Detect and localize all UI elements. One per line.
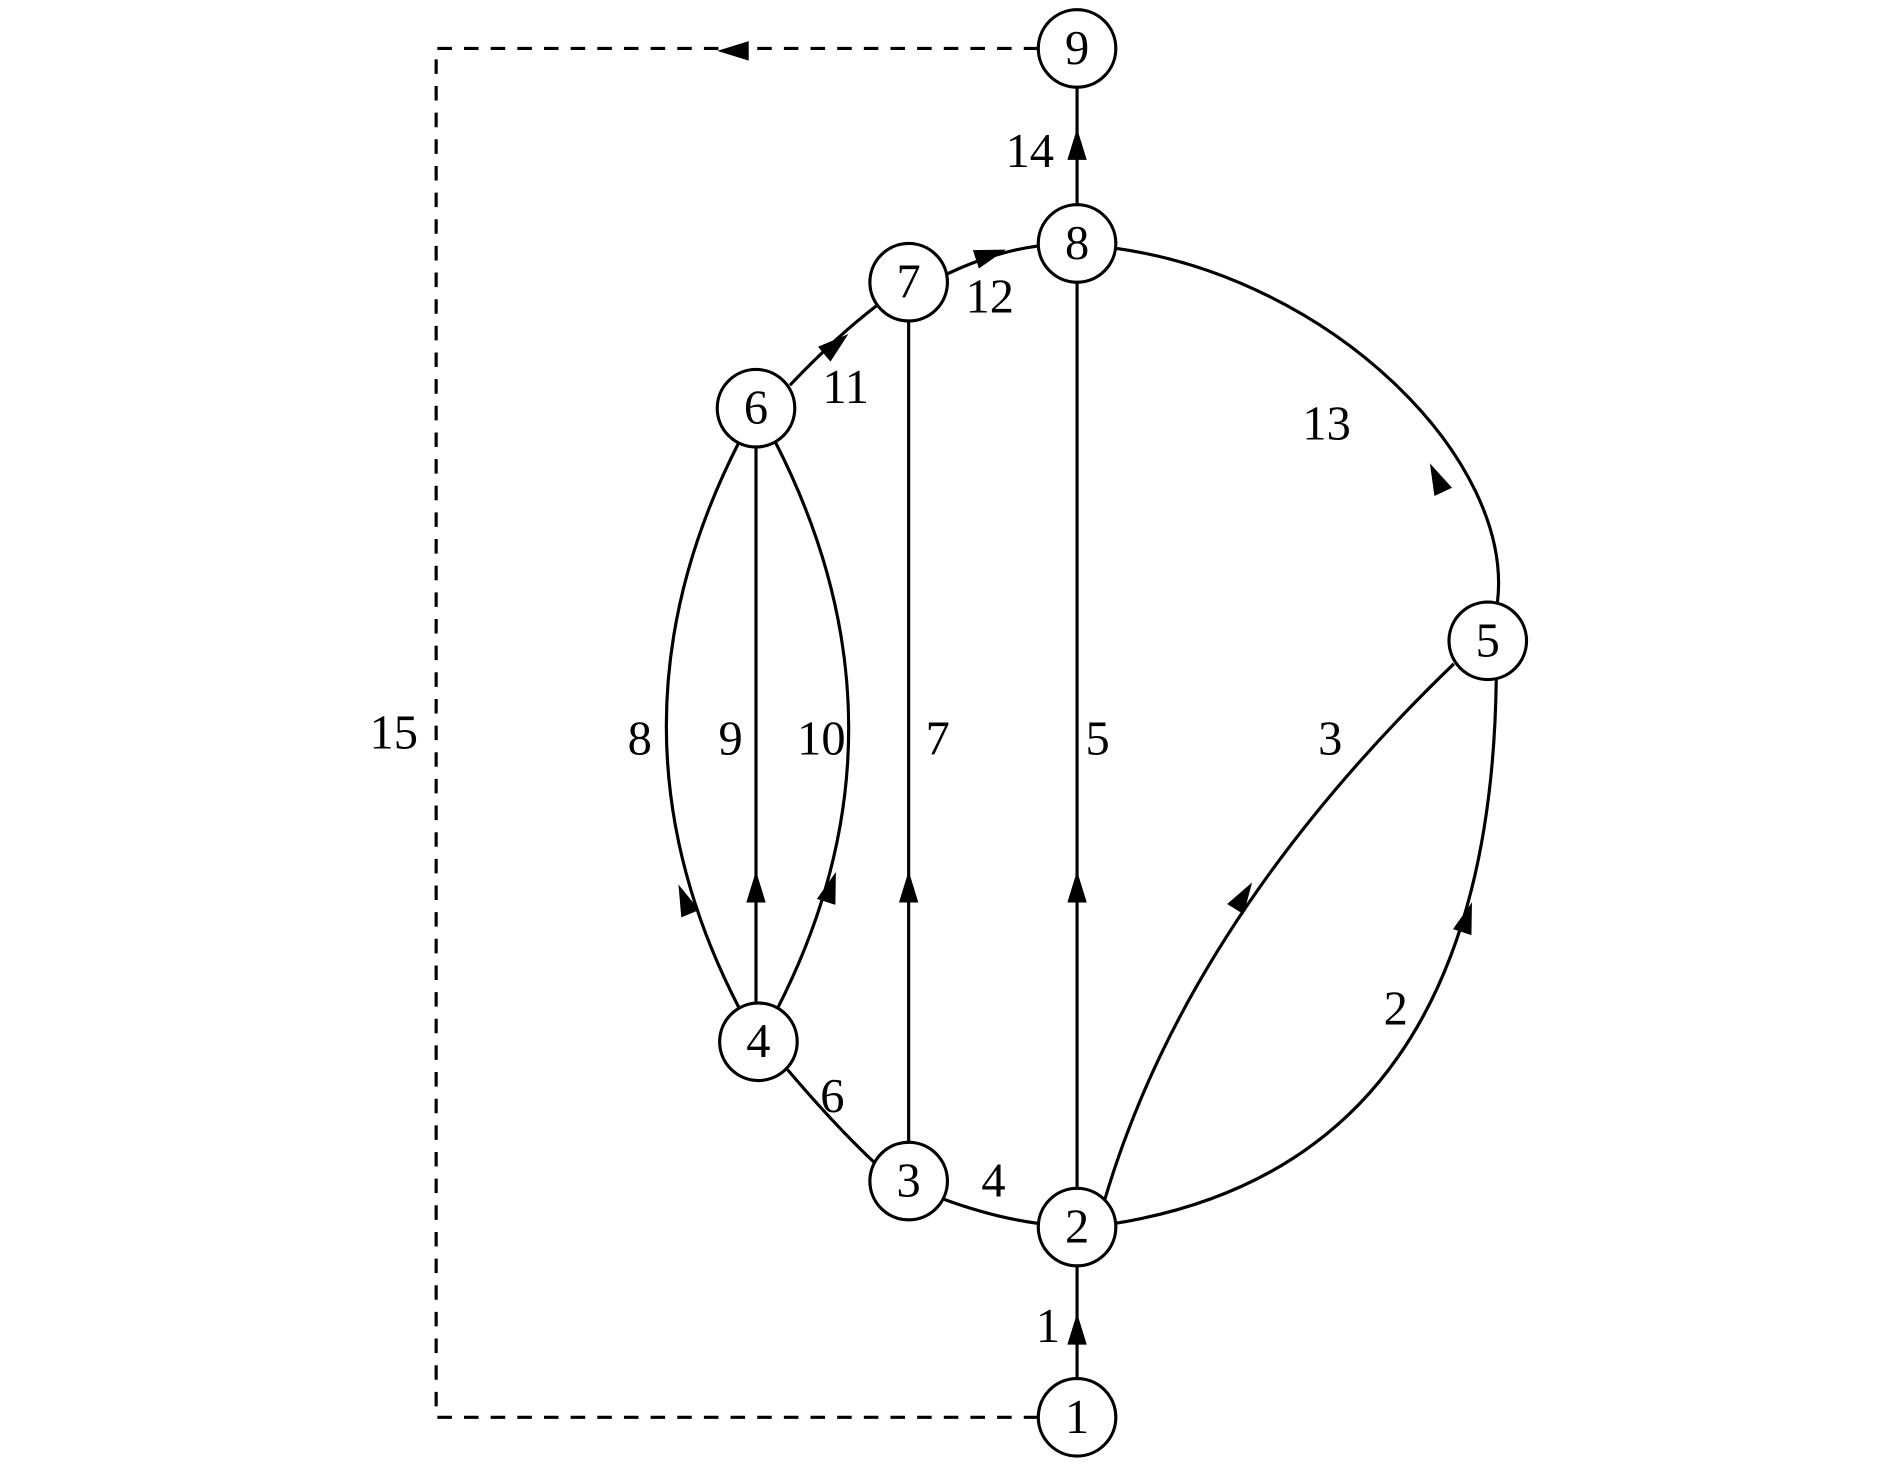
svg-text:1: 1 — [1065, 1391, 1089, 1444]
svg-text:3: 3 — [897, 1155, 921, 1208]
edge-label-11: 11 — [822, 361, 869, 414]
arrow-edge-12 — [972, 249, 1006, 269]
arrow-edge-15 — [717, 41, 749, 61]
arrow-edge-8 — [678, 884, 700, 918]
edge-2 — [1114, 679, 1498, 1226]
arrow-edge-10 — [816, 871, 836, 905]
arrow-edge-2 — [1452, 902, 1472, 936]
edge-label-12: 12 — [966, 270, 1014, 323]
edge-4 — [943, 1197, 1039, 1226]
edge-13 — [1115, 246, 1501, 603]
edge-label-13: 13 — [1302, 397, 1350, 450]
node-7: 7 — [868, 241, 949, 323]
node-6: 6 — [715, 367, 797, 449]
svg-text:2: 2 — [1065, 1201, 1089, 1254]
edge-label-7: 7 — [926, 712, 950, 765]
arrowheads — [678, 41, 1472, 1345]
edge-label-5: 5 — [1086, 712, 1110, 765]
edge-label-3: 3 — [1318, 712, 1342, 765]
edge-label-4: 4 — [981, 1155, 1005, 1208]
node-1: 1 — [1036, 1376, 1118, 1458]
edge-label-2: 2 — [1384, 983, 1408, 1036]
edge-label-1: 1 — [1036, 1300, 1060, 1353]
edge-label-15: 15 — [370, 706, 418, 759]
edge-label-6: 6 — [820, 1070, 844, 1123]
svg-text:5: 5 — [1476, 614, 1500, 667]
node-5: 5 — [1447, 600, 1529, 682]
svg-text:4: 4 — [746, 1015, 770, 1068]
edge-8 — [664, 441, 741, 1009]
node-4: 4 — [718, 1001, 799, 1083]
edge-label-8: 8 — [628, 712, 652, 765]
edge-10 — [773, 441, 851, 1009]
edge-label-14: 14 — [1006, 125, 1054, 178]
node-3: 3 — [868, 1140, 949, 1222]
svg-text:6: 6 — [744, 382, 768, 435]
edge-3 — [1103, 662, 1455, 1200]
edge-6 — [786, 1068, 876, 1165]
arrow-edge-7 — [898, 870, 919, 903]
arrow-edge-11 — [818, 333, 849, 362]
edge-label-9: 9 — [718, 712, 742, 765]
arrow-edge-13 — [1429, 463, 1453, 496]
arrow-edge-14 — [1067, 128, 1087, 160]
arrow-edge-1 — [1067, 1313, 1087, 1345]
svg-text:9: 9 — [1065, 22, 1089, 75]
node-9: 9 — [1036, 8, 1118, 89]
svg-text:7: 7 — [897, 256, 921, 309]
node-2: 2 — [1036, 1186, 1118, 1268]
node-8: 8 — [1036, 203, 1118, 284]
arrow-edge-3 — [1227, 882, 1253, 915]
svg-text:8: 8 — [1065, 217, 1089, 270]
arrow-edge-5 — [1067, 870, 1087, 903]
edge-label-10: 10 — [797, 712, 845, 765]
arrow-edge-9 — [746, 870, 766, 903]
